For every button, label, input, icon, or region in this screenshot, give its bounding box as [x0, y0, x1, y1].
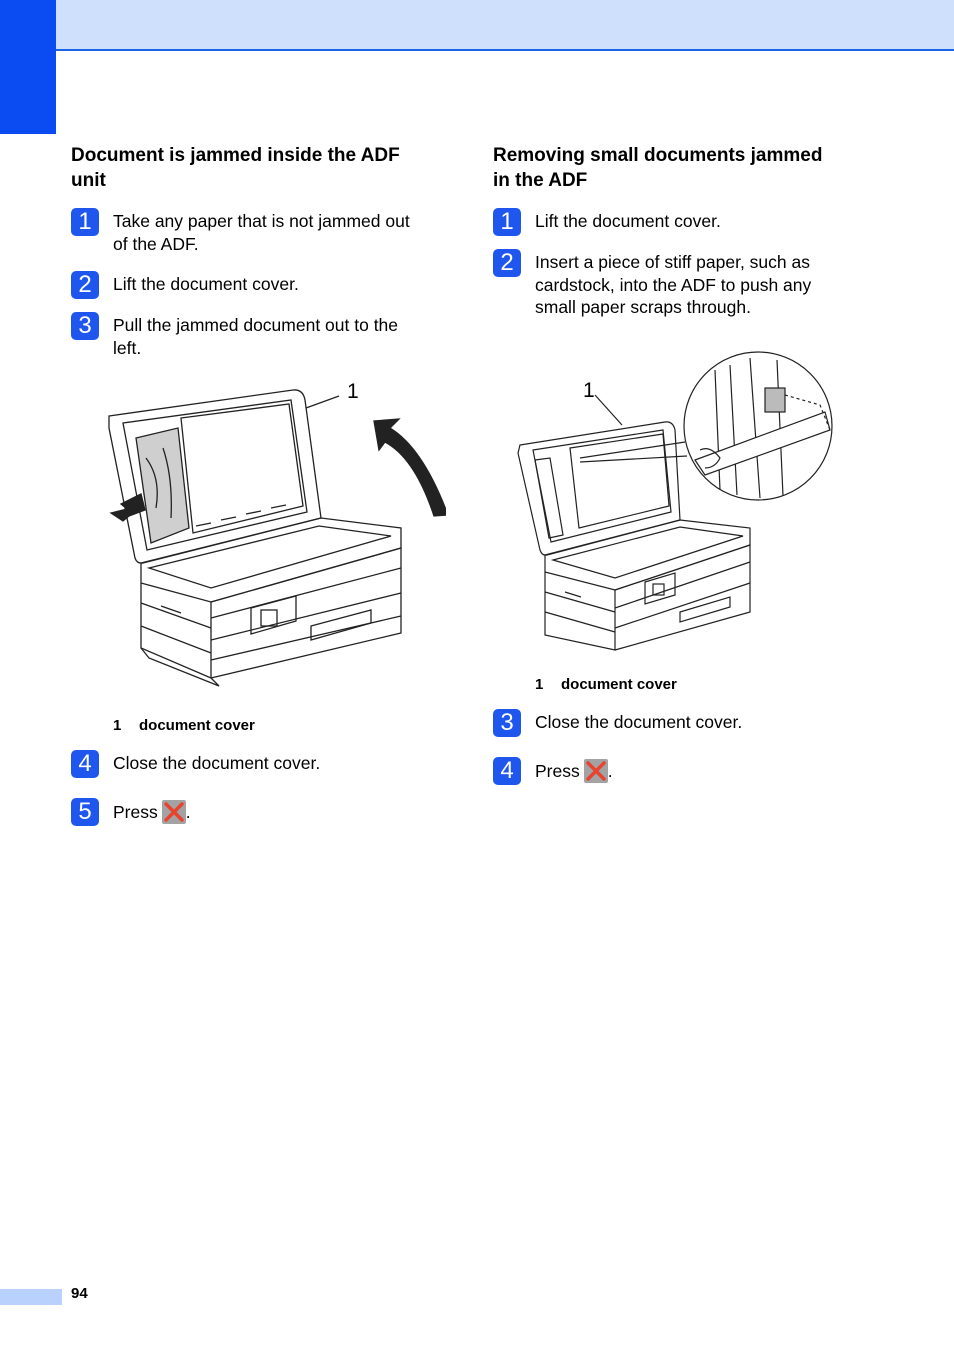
figure-caption: 1 document cover — [535, 676, 677, 693]
step-text: Lift the document cover. — [535, 211, 721, 231]
left-heading-line1: Document is jammed inside the ADF — [71, 145, 400, 166]
control-panel — [644, 572, 676, 605]
document-cover-lid — [108, 389, 322, 564]
figure-caption: 1 document cover — [113, 717, 255, 734]
left-heading-line2: unit — [71, 170, 106, 191]
press-label: Press — [113, 802, 158, 822]
page-number: 94 — [71, 1285, 88, 1302]
step-text: Close the document cover. — [113, 753, 321, 773]
paper-tray — [679, 596, 731, 623]
step-line: Pull the jammed document out to the — [113, 315, 399, 335]
paper-tray — [310, 609, 372, 641]
step-number-badge: 4 — [493, 757, 521, 785]
step-line: Insert a piece of stiff paper, such as — [535, 252, 810, 272]
step-number-badge: 2 — [493, 249, 521, 277]
zoom-detail-circle — [683, 351, 833, 501]
step-text: Take any paper that is not jammed out of… — [113, 210, 443, 255]
figure-callout-number: 1 — [583, 379, 595, 402]
chapter-tab — [0, 0, 56, 134]
step-line: small paper scraps through. — [535, 297, 751, 317]
step-text: Press. — [113, 800, 443, 824]
control-panel — [250, 595, 297, 635]
lift-arrow-icon — [373, 418, 446, 517]
step-line: cardstock, into the ADF to push any — [535, 274, 812, 295]
left-heading: Document is jammed inside the ADF unit — [71, 143, 451, 193]
paper-scrap — [764, 387, 786, 413]
right-heading-line2: in the ADF — [493, 170, 588, 191]
pull-left-arrow-icon — [109, 493, 146, 522]
caption-number: 1 — [113, 717, 122, 734]
step-text: Press. — [535, 759, 865, 783]
period: . — [185, 802, 191, 822]
step-number-badge: 3 — [71, 312, 99, 340]
figure-callout-number: 1 — [347, 380, 359, 403]
step-line: of the ADF. — [113, 233, 199, 254]
right-heading-line1: Removing small documents jammed — [493, 145, 823, 166]
jammed-paper — [135, 427, 190, 544]
header-band — [0, 0, 954, 51]
cancel-x-icon — [161, 800, 186, 824]
callout-leader-line — [305, 395, 340, 409]
step-number-badge: 5 — [71, 798, 99, 826]
step-number-badge: 4 — [71, 750, 99, 778]
callout-leader-line — [594, 394, 623, 426]
step-text: Close the document cover. — [535, 712, 743, 732]
step-number-badge: 1 — [71, 208, 99, 236]
right-heading: Removing small documents jammed in the A… — [493, 143, 893, 193]
cancel-x-icon — [583, 759, 608, 783]
step-number-badge: 3 — [493, 709, 521, 737]
period: . — [607, 761, 613, 781]
step-number-badge: 1 — [493, 208, 521, 236]
press-label: Press — [535, 761, 580, 781]
caption-number: 1 — [535, 676, 544, 693]
printer-stiff-paper-figure — [517, 351, 833, 651]
document-cover-lid — [517, 421, 681, 556]
step-text: Pull the jammed document out to the left… — [113, 314, 443, 359]
step-text: Insert a piece of stiff paper, such as c… — [535, 251, 865, 319]
step-line: left. — [113, 337, 142, 358]
stiff-paper-card — [694, 411, 831, 476]
footer-band — [0, 1289, 62, 1305]
step-number-badge: 2 — [71, 271, 99, 299]
printer-open-cover-figure — [108, 389, 446, 687]
step-text: Lift the document cover. — [113, 274, 299, 294]
step-line: Take any paper that is not jammed out — [113, 211, 410, 231]
caption-text: document cover — [561, 676, 677, 693]
caption-text: document cover — [139, 717, 255, 734]
